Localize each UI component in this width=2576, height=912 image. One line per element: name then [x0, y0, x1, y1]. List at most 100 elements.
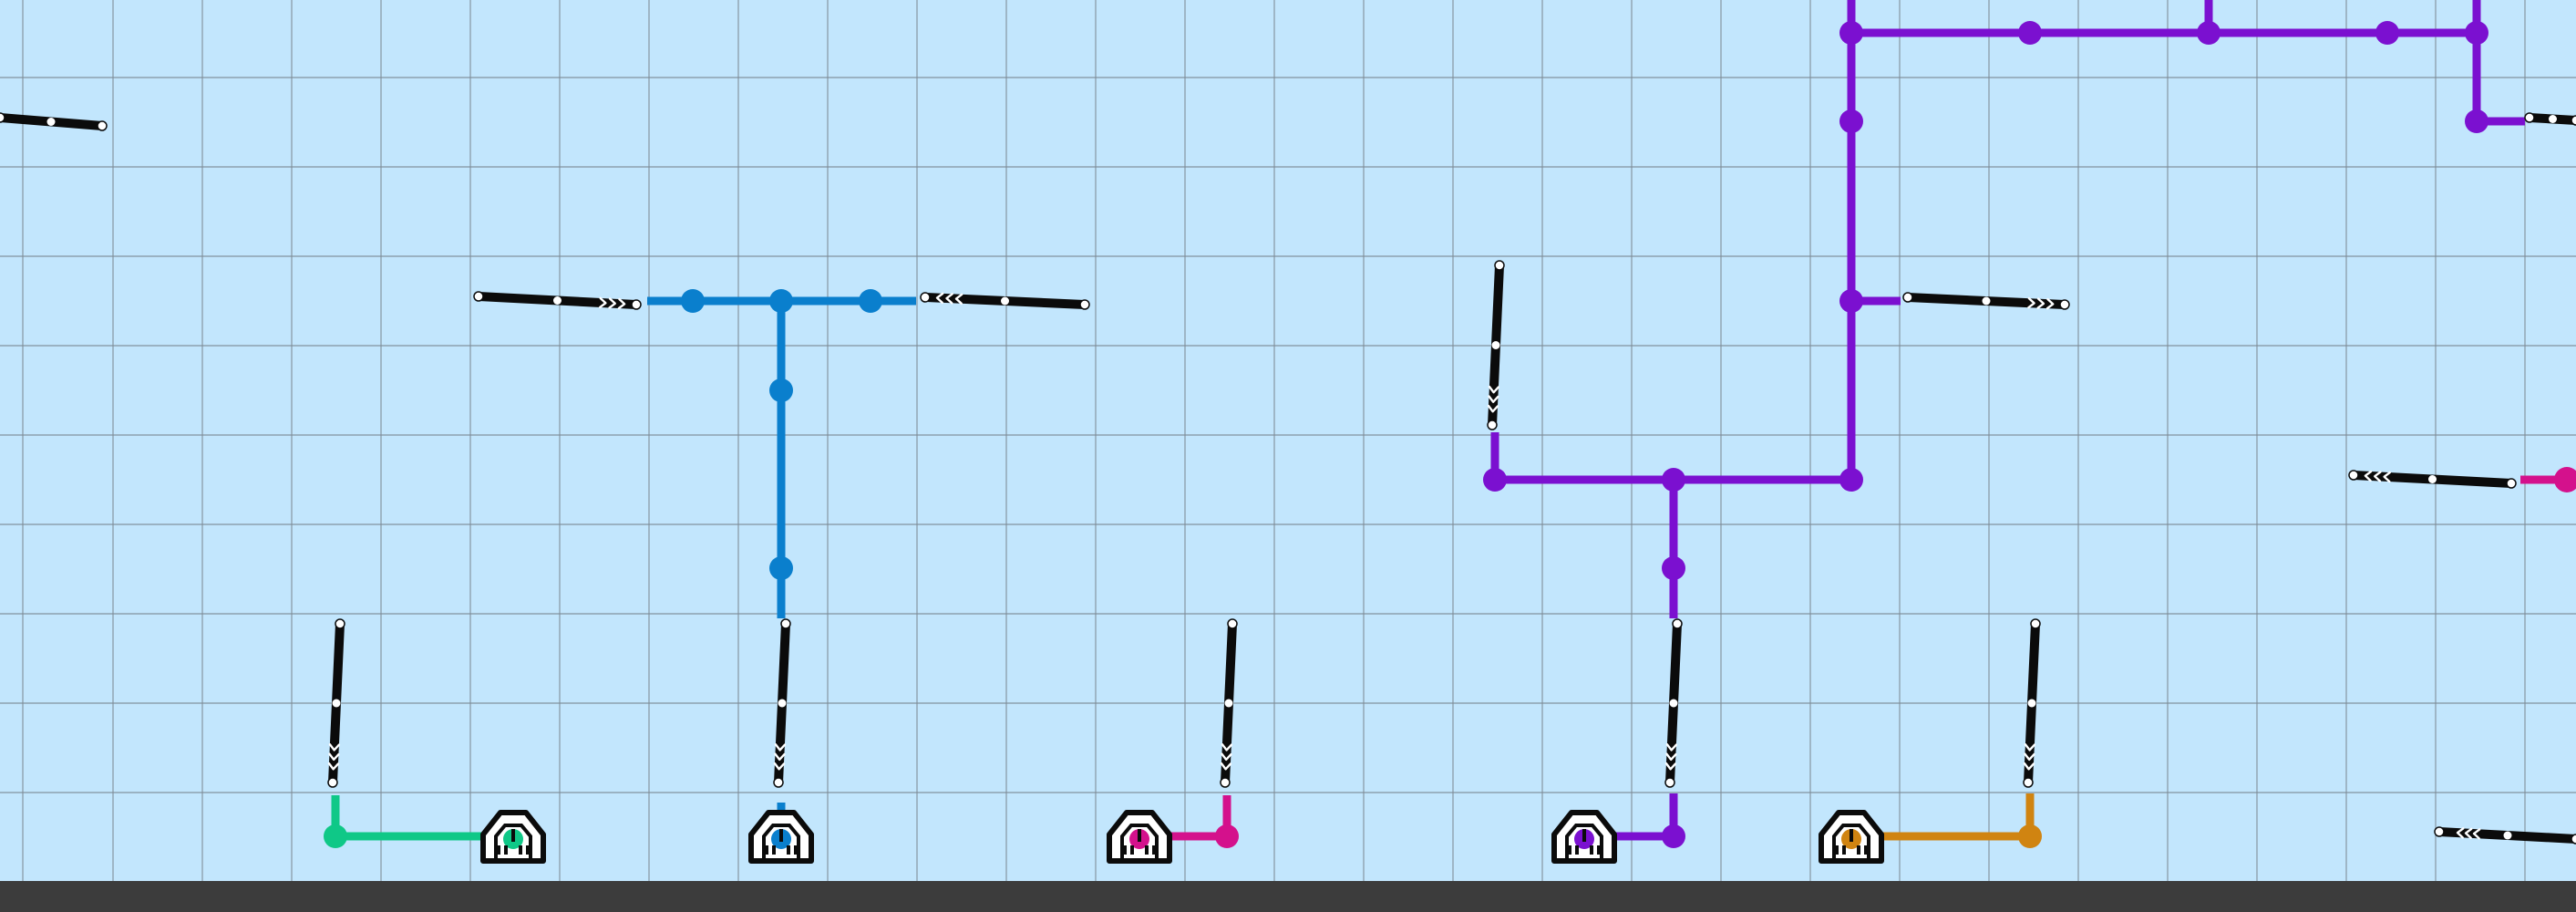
belt-end-dot: [1227, 618, 1238, 629]
junction-node-icon[interactable]: [1662, 556, 1685, 580]
junction-node-icon[interactable]: [324, 824, 347, 848]
station-door: [1120, 824, 1159, 861]
conveyor-belt-icon[interactable]: [2023, 618, 2041, 788]
belt-end-dot: [773, 777, 784, 788]
belt-end-dot: [2434, 826, 2445, 837]
junction-node-icon[interactable]: [2197, 21, 2221, 45]
route-purple: [2472, 0, 2525, 126]
station-vent: [787, 845, 790, 855]
junction-node-icon[interactable]: [1839, 109, 1863, 133]
grid-lines: [0, 0, 2576, 881]
junction-node-icon[interactable]: [2465, 21, 2488, 45]
belt-end-dot: [1494, 260, 1505, 271]
belt-end-dot: [2506, 478, 2517, 489]
belt-end-dot: [1220, 777, 1231, 788]
conveyor-belt-icon[interactable]: [2348, 470, 2517, 489]
conveyor-belt-icon[interactable]: [473, 291, 642, 310]
junction-node-icon[interactable]: [1839, 468, 1863, 492]
conveyor-belt-icon[interactable]: [773, 618, 791, 788]
station-door: [1832, 824, 1870, 861]
belt-mid-dot: [2428, 475, 2437, 483]
belt-end-dot: [1902, 292, 1913, 303]
station-vent: [794, 845, 798, 855]
station-vent: [1842, 845, 1846, 855]
belt-end-dot: [97, 120, 108, 131]
belt-end-dot: [0, 112, 5, 123]
station-vent: [1857, 845, 1860, 855]
conveyor-belt-icon[interactable]: [2524, 112, 2576, 126]
station-door: [762, 824, 800, 861]
belt-end-dot: [335, 618, 345, 629]
belt-end-dot: [1672, 618, 1683, 629]
station-vent: [497, 845, 500, 855]
station-vent: [504, 845, 508, 855]
station-vent: [1145, 845, 1149, 855]
shipping-station-icon[interactable]: [1107, 810, 1172, 864]
belt-mid-dot: [778, 699, 787, 708]
conveyor-belt-icon[interactable]: [1902, 292, 2070, 310]
shipping-station-icon[interactable]: [1819, 810, 1884, 864]
junction-node-icon[interactable]: [769, 556, 793, 580]
junction-node-icon[interactable]: [769, 289, 793, 313]
shipping-station-icon[interactable]: [748, 810, 814, 864]
game-board[interactable]: [0, 0, 2576, 881]
belts-layer: [0, 112, 2576, 845]
belt-mid-dot: [2027, 699, 2036, 708]
station-vent: [1575, 845, 1579, 855]
station-vent: [1590, 845, 1593, 855]
conveyor-belt-icon[interactable]: [1664, 618, 1683, 788]
belt-end-dot: [2059, 299, 2070, 310]
belt-end-dot: [2023, 777, 2034, 788]
shipping-station-icon[interactable]: [1551, 810, 1617, 864]
junction-node-icon[interactable]: [769, 378, 793, 402]
station-vent: [1835, 845, 1839, 855]
station-marker: [511, 829, 515, 842]
shipping-station-icon[interactable]: [480, 810, 546, 864]
junction-node-icon[interactable]: [1215, 824, 1239, 848]
junction-node-icon[interactable]: [1662, 824, 1685, 848]
station-vent: [1597, 845, 1601, 855]
belt-end-dot: [920, 292, 931, 303]
stations-layer: [480, 810, 1884, 864]
belt-end-dot: [2348, 470, 2359, 481]
station-vent: [526, 845, 530, 855]
belt-end-dot: [1079, 299, 1090, 310]
junction-node-icon[interactable]: [2554, 467, 2576, 492]
conveyor-belt-icon[interactable]: [920, 292, 1090, 310]
belt-mid-dot: [1224, 699, 1233, 708]
junction-node-icon[interactable]: [1839, 289, 1863, 313]
station-vent: [1864, 845, 1868, 855]
station-door: [1565, 824, 1603, 861]
belt-end-dot: [2030, 618, 2041, 629]
belt-end-dot: [780, 618, 791, 629]
belt-end-dot: [2571, 834, 2576, 845]
junction-node-icon[interactable]: [681, 289, 705, 313]
belt-end-dot: [2571, 115, 2576, 126]
conveyor-belt-icon[interactable]: [0, 112, 108, 131]
routes-layer: [324, 0, 2576, 848]
conveyor-belt-icon[interactable]: [1487, 260, 1505, 430]
belt-end-dot: [327, 777, 338, 788]
junction-node-icon[interactable]: [2018, 21, 2042, 45]
belt-mid-dot: [2503, 831, 2512, 840]
station-door: [494, 824, 532, 861]
junction-node-icon[interactable]: [1483, 468, 1507, 492]
bottom-bar: [0, 881, 2576, 912]
conveyor-belt-icon[interactable]: [1220, 618, 1238, 788]
junction-node-icon[interactable]: [2465, 109, 2488, 133]
conveyor-belt-icon[interactable]: [327, 618, 345, 788]
station-marker: [1138, 829, 1141, 842]
junction-node-icon[interactable]: [2018, 824, 2042, 848]
station-marker: [1850, 829, 1853, 842]
junction-node-icon[interactable]: [1839, 21, 1863, 45]
junction-node-icon[interactable]: [2375, 21, 2399, 45]
belt-mid-dot: [1001, 296, 1009, 306]
junction-node-icon[interactable]: [1662, 468, 1685, 492]
junction-node-icon[interactable]: [859, 289, 882, 313]
conveyor-belt-icon[interactable]: [2434, 826, 2576, 845]
station-marker: [1582, 829, 1586, 842]
belt-mid-dot: [46, 118, 56, 126]
station-marker: [779, 829, 783, 842]
belt-end-dot: [1487, 420, 1498, 430]
belt-end-dot: [473, 291, 484, 302]
